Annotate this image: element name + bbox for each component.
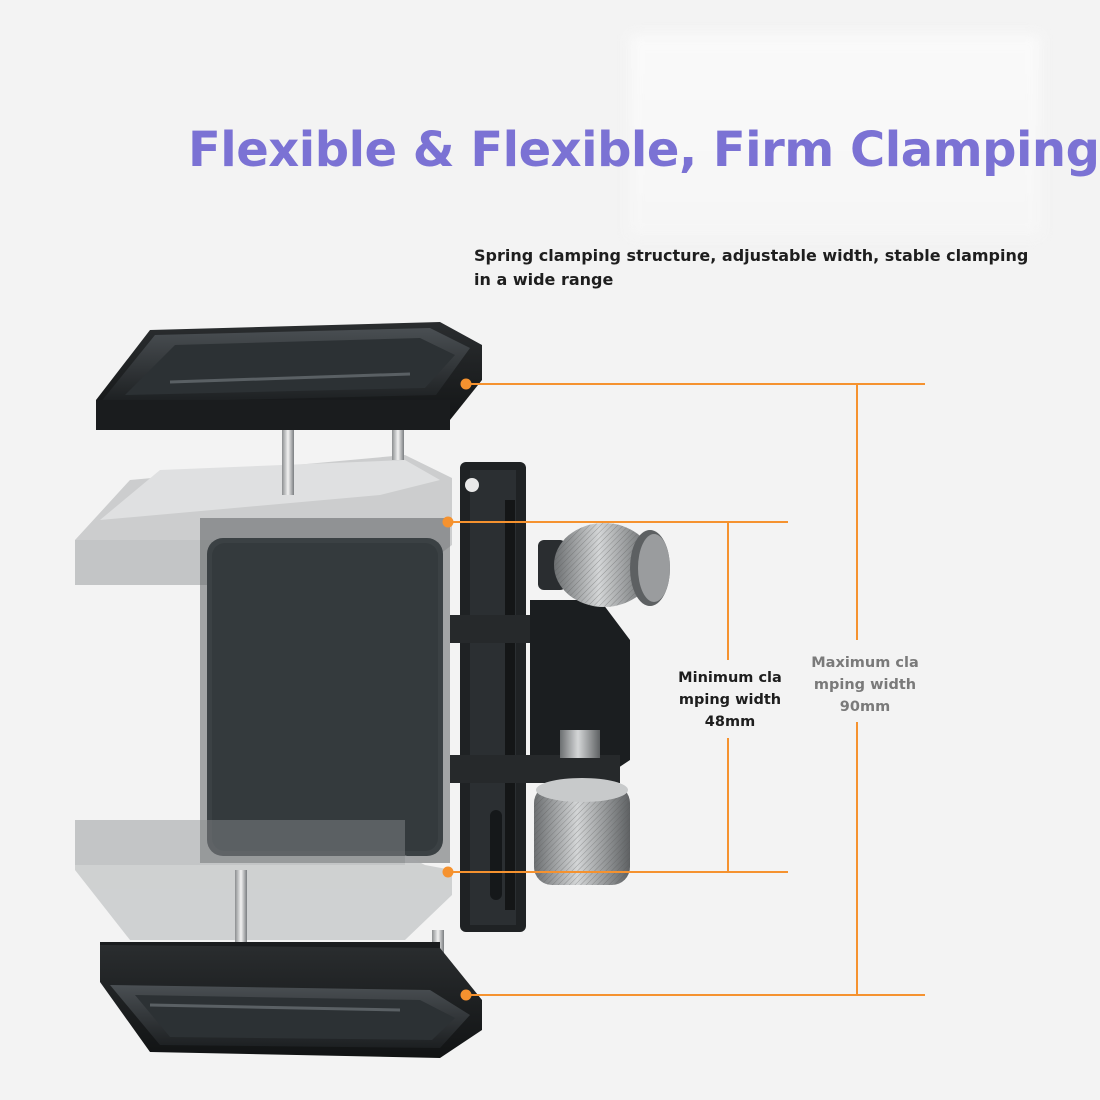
knurled-knob-bottom <box>534 778 630 885</box>
subtitle: Spring clamping structure, adjustable wi… <box>474 246 1029 289</box>
min-label-line-2: mping width <box>678 692 782 708</box>
max-label-line-1: Maximum cla <box>811 655 919 671</box>
top-rod-left <box>282 425 294 495</box>
bottom-rod-left <box>235 870 247 945</box>
back-plate <box>200 518 450 863</box>
headline: Flexible & Flexible, Firm Clamping <box>188 122 1100 178</box>
max-clamping-width-label: Maximum cla mping width 90mm <box>800 652 930 718</box>
min-top-dot <box>442 516 454 528</box>
min-label-line-1: Minimum cla <box>678 670 782 686</box>
top-jaw <box>96 322 482 430</box>
background-glow <box>630 35 1040 235</box>
dimension-dots <box>442 378 472 1001</box>
min-label-value: 48mm <box>704 714 756 730</box>
ghost-bottom-jaw <box>75 820 452 940</box>
knurled-knob-top <box>538 523 670 607</box>
mount-bracket <box>450 462 630 932</box>
max-bottom-dot <box>460 989 472 1001</box>
max-label-value: 90mm <box>839 699 891 715</box>
min-clamping-width-label: Minimum cla mping width 48mm <box>670 667 790 733</box>
bottom-jaw <box>100 942 482 1058</box>
min-bottom-dot <box>442 866 454 878</box>
max-label-line-2: mping width <box>813 677 917 693</box>
max-top-dot <box>460 378 472 390</box>
